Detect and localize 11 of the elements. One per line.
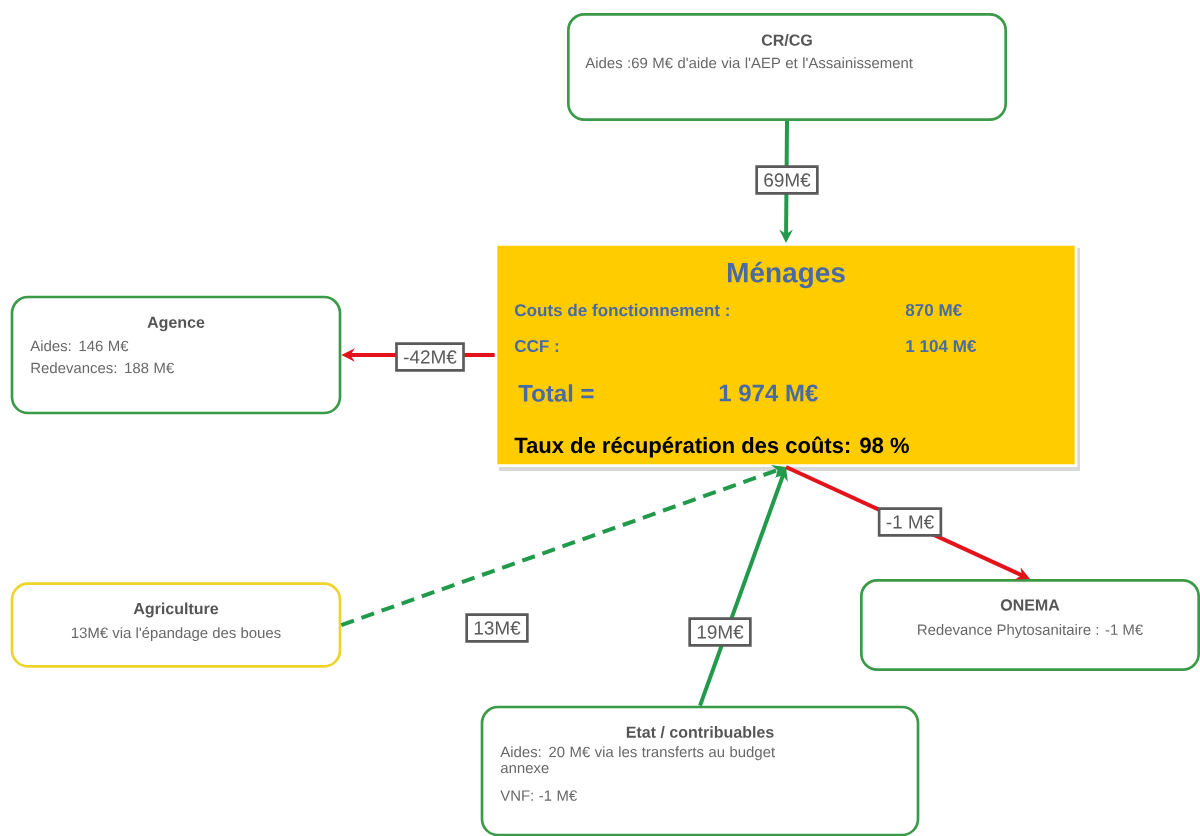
source-box: CR/CG Aides :69 M€ d'aide via l'AEP et l'Assainissement [567,13,1007,121]
edge-label: 13M€ [465,613,529,643]
source-box: ONEMA Redevance Phytosanitaire : -1 M€ [860,579,1200,671]
edge-label: 19M€ [688,617,752,647]
edge-label: -42M€ [395,342,465,372]
source-box: Agence Aides: 146 M€ Redevances: 188 M€ [10,295,342,415]
edge-label: -1 M€ [877,507,943,537]
source-box: Etat / contribuables Aides: 20 M€ via les transferts au budget annexe VNF: -1 M€ [480,705,920,836]
summary-box: Ménages Couts de fonctionnement : 870 M€ CCF : 1 104 M€ Total = 1 974 M€ Taux de récupération des coûts: 98 % [494,243,1080,471]
edge-label: 69M€ [755,165,819,195]
source-box: Agriculture 13M€ via l'épandage des boues [10,582,342,668]
